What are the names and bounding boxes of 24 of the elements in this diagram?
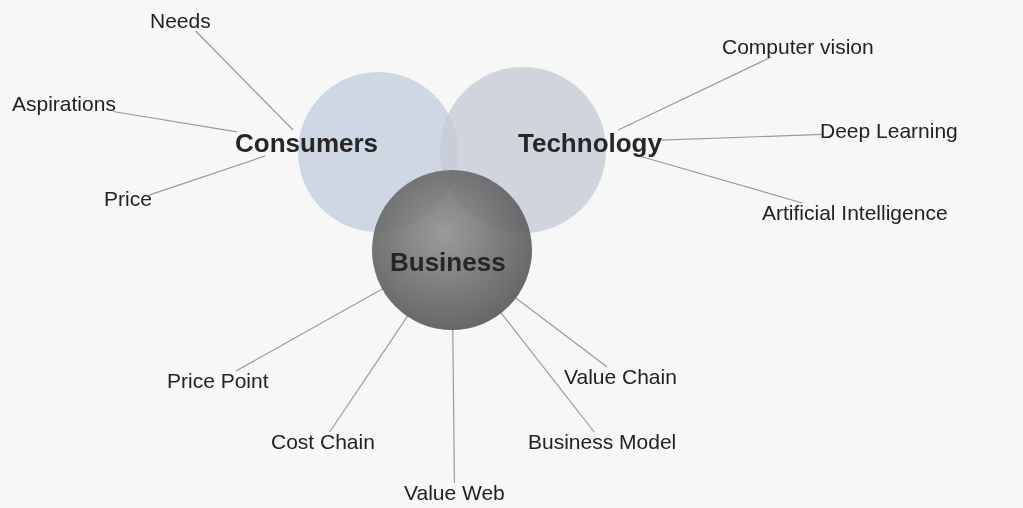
leader-label: Price Point [167, 369, 269, 392]
circle-title: Technology [518, 128, 662, 158]
leader-line [148, 155, 266, 196]
leader-label: Cost Chain [271, 430, 375, 453]
leader-label: Needs [150, 9, 211, 32]
leader-line [195, 30, 294, 131]
leader-label: Value Chain [564, 365, 677, 388]
leader-label: Computer vision [722, 35, 874, 58]
leader-line [235, 288, 384, 372]
leader-line [452, 328, 455, 484]
circle-title: Business [390, 247, 506, 277]
leader-label: Value Web [404, 481, 505, 504]
leader-line [514, 296, 608, 368]
leader-line [329, 315, 409, 433]
circle-title: Consumers [235, 128, 379, 158]
leader-label: Deep Learning [820, 119, 958, 142]
leader-label: Price [104, 187, 152, 210]
leader-label: Aspirations [12, 92, 116, 115]
leader-line [112, 110, 238, 133]
leader-line [500, 311, 595, 433]
leader-label: Artificial Intelligence [762, 201, 948, 224]
leader-line [617, 56, 772, 131]
leader-line [659, 133, 824, 141]
leader-label: Business Model [528, 430, 677, 453]
